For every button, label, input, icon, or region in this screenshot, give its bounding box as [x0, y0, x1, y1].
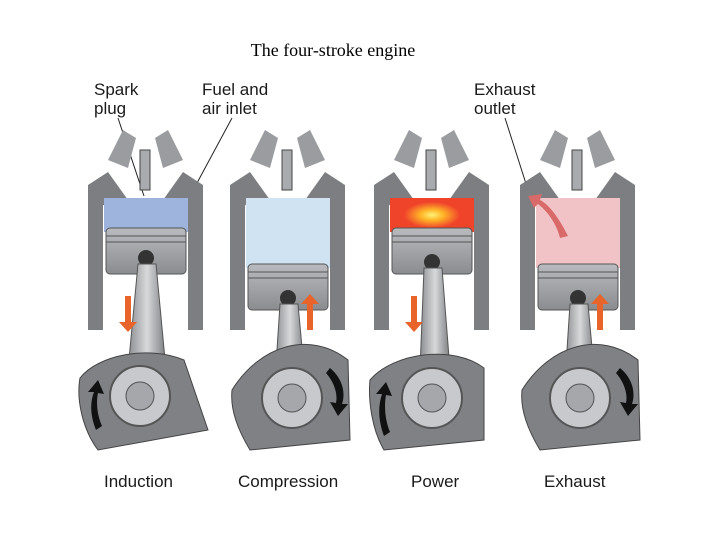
fuel-air-inlet-label: Fuel and air inlet: [202, 80, 269, 118]
diagram-title: The four-stroke engine: [250, 40, 416, 60]
exhaust-outlet-leader: [504, 117, 529, 191]
spark-plug-label: Spark plug: [94, 80, 139, 118]
cylinder-compression: [230, 130, 351, 451]
charge-compression: [246, 198, 330, 268]
stroke-label-exhaust: Exhaust: [544, 472, 606, 491]
combustion-flash: [404, 202, 460, 228]
stroke-label-power: Power: [411, 472, 460, 491]
cylinder-power: [369, 130, 489, 451]
exhaust-outlet-label: Exhaust outlet: [474, 80, 536, 118]
stroke-label-induction: Induction: [104, 472, 173, 491]
cylinder-exhaust: [520, 130, 641, 451]
stroke-label-compression: Compression: [238, 472, 339, 491]
charge-induction: [104, 198, 188, 232]
cylinder-induction: [78, 130, 209, 451]
